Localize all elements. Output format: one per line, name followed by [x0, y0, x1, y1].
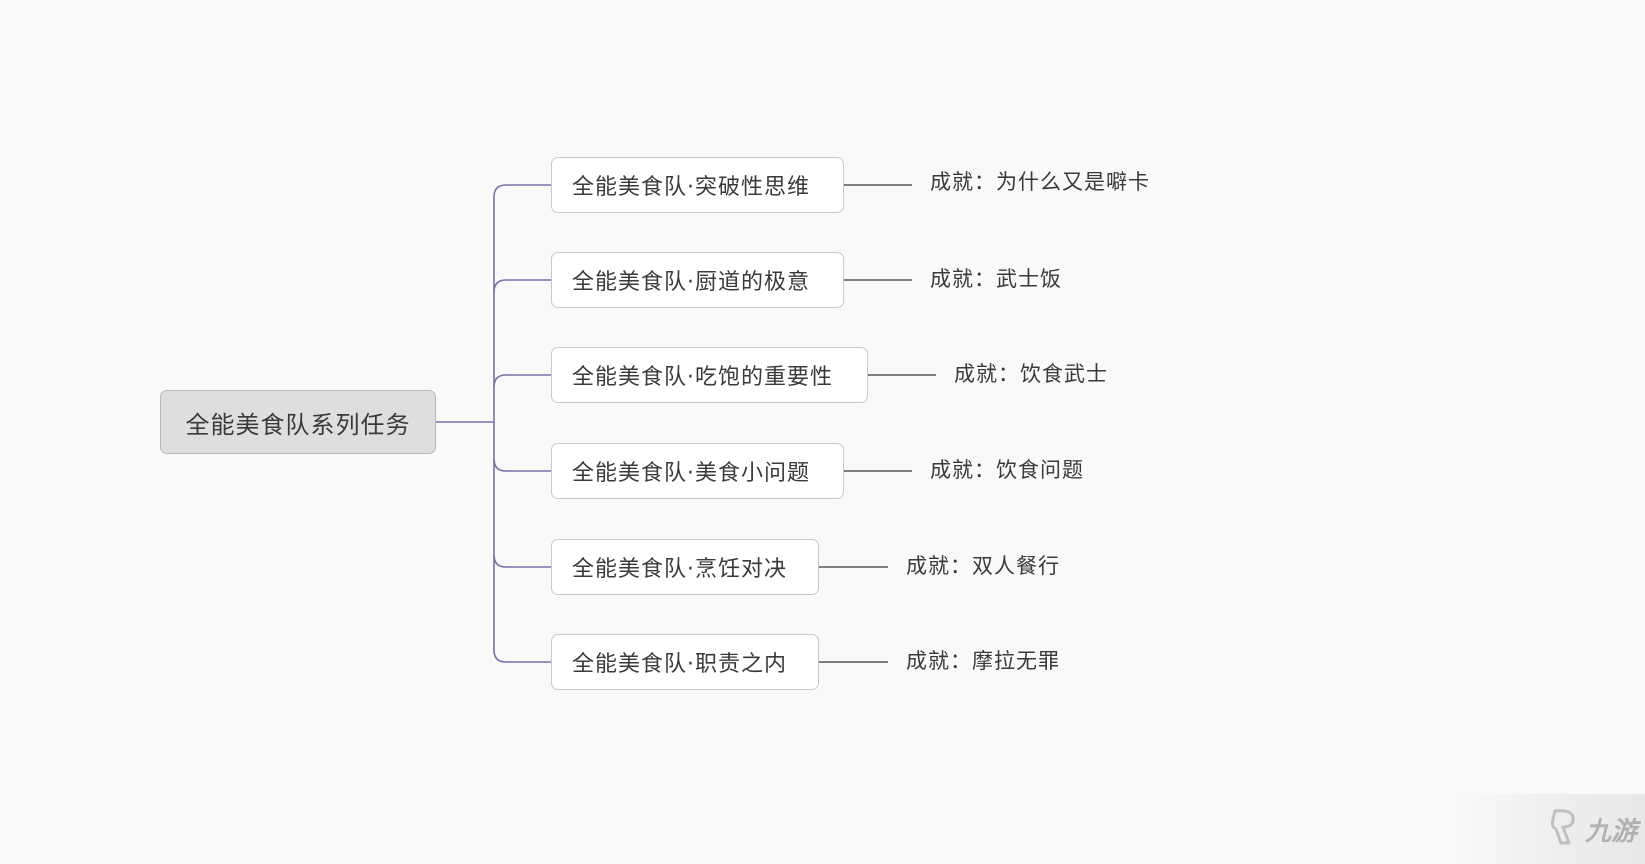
branch-label: 全能美食队·美食小问题	[572, 461, 810, 486]
branch-node-2[interactable]: 全能美食队·厨道的极意	[551, 252, 844, 308]
root-node[interactable]: 全能美食队系列任务	[160, 390, 436, 454]
watermark-text: 九游	[1584, 816, 1637, 847]
achievement-label: 成就：摩拉无罪	[906, 649, 1060, 673]
branch-node-6[interactable]: 全能美食队·职责之内	[551, 634, 819, 690]
leaf-node-1[interactable]: 成就：为什么又是噼卡	[930, 164, 1150, 198]
branch-label: 全能美食队·吃饱的重要性	[572, 365, 833, 390]
leaf-node-6[interactable]: 成就：摩拉无罪	[906, 643, 1060, 677]
branch-connector-5	[493, 554, 551, 568]
branch-label: 全能美食队·烹饪对决	[572, 557, 787, 582]
branch-node-5[interactable]: 全能美食队·烹饪对决	[551, 539, 819, 595]
branch-label: 全能美食队·突破性思维	[572, 175, 810, 200]
branch-node-3[interactable]: 全能美食队·吃饱的重要性	[551, 347, 868, 403]
achievement-label: 成就：饮食问题	[930, 458, 1084, 482]
achievement-label: 成就：为什么又是噼卡	[930, 170, 1150, 194]
achievement-label: 成就：双人餐行	[906, 554, 1060, 578]
jiuyou-logo-icon	[1547, 807, 1581, 851]
branch-connector-4	[493, 458, 551, 472]
branch-connector-2	[493, 279, 551, 293]
branch-label: 全能美食队·厨道的极意	[572, 270, 810, 295]
watermark: 九游	[1455, 794, 1645, 864]
branch-connector-6	[493, 649, 551, 663]
achievement-label: 成就：饮食武士	[954, 362, 1108, 386]
branch-node-1[interactable]: 全能美食队·突破性思维	[551, 157, 844, 213]
leaf-node-2[interactable]: 成就：武士饭	[930, 261, 1062, 295]
branch-label: 全能美食队·职责之内	[572, 652, 787, 677]
branch-connector-1	[493, 184, 551, 198]
leaf-node-5[interactable]: 成就：双人餐行	[906, 548, 1060, 582]
branch-node-4[interactable]: 全能美食队·美食小问题	[551, 443, 844, 499]
leaf-node-3[interactable]: 成就：饮食武士	[954, 356, 1108, 390]
root-label: 全能美食队系列任务	[185, 410, 411, 439]
leaf-node-4[interactable]: 成就：饮食问题	[930, 452, 1084, 486]
branch-connector-3	[493, 374, 551, 388]
achievement-label: 成就：武士饭	[930, 267, 1062, 291]
